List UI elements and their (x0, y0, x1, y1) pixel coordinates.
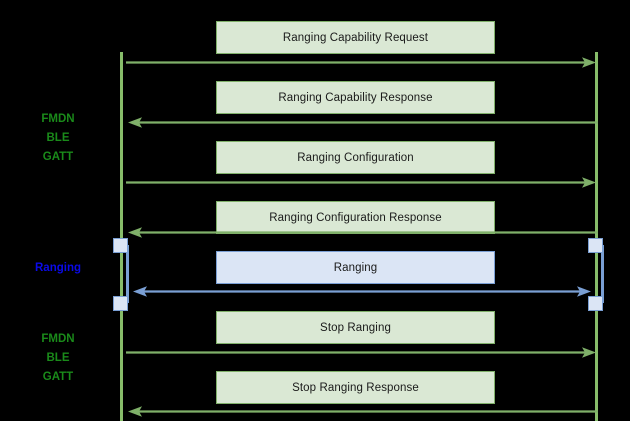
message-label: Ranging Capability Response (278, 91, 433, 104)
phase-label-fmdn-bottom: FMDN BLE GATT (8, 330, 108, 387)
phase-label-fmdn-top: FMDN BLE GATT (8, 110, 108, 167)
message-label: Stop Ranging (320, 321, 391, 334)
message-arrow-ranging-capability-request (126, 57, 598, 68)
message-label: Ranging Capability Request (282, 31, 429, 44)
message-box-ranging-capability-response: Ranging Capability Response (216, 81, 495, 114)
phase-label-ranging: Ranging (8, 259, 108, 278)
message-label: Stop Ranging Response (292, 381, 419, 394)
message-arrow-stop-ranging-response (126, 406, 598, 417)
activation-box-left-end (113, 296, 128, 311)
message-box-stop-ranging: Stop Ranging (216, 311, 495, 344)
message-label: Ranging Configuration Response (269, 211, 442, 224)
message-box-ranging-capability-request: Ranging Capability Request (216, 21, 495, 54)
message-box-ranging: Ranging (216, 251, 495, 284)
phase-label-line: Ranging (35, 262, 81, 274)
phase-label-line: GATT (42, 371, 74, 383)
message-label: Ranging Configuration (297, 151, 414, 164)
phase-label-line: GATT (42, 151, 74, 163)
lifeline-right (595, 52, 598, 421)
message-arrow-stop-ranging (126, 347, 598, 358)
message-label: Ranging (333, 261, 378, 274)
lifeline-left (120, 52, 123, 421)
activation-bar-left (126, 245, 129, 303)
activation-box-right-start (588, 238, 603, 253)
message-box-stop-ranging-response: Stop Ranging Response (216, 371, 495, 404)
message-box-ranging-configuration: Ranging Configuration (216, 141, 495, 174)
message-arrow-ranging-capability-response (126, 117, 598, 128)
message-arrow-ranging-configuration (126, 177, 598, 188)
phase-label-line: FMDN (41, 113, 75, 125)
activation-bar-right (601, 245, 604, 303)
phase-label-line: BLE (46, 132, 70, 144)
phase-label-line: FMDN (41, 333, 75, 345)
activation-box-left-start (113, 238, 128, 253)
message-arrow-ranging-bidirectional (131, 286, 593, 297)
message-arrow-ranging-configuration-response (126, 227, 598, 238)
activation-box-right-end (588, 296, 603, 311)
phase-label-line: BLE (46, 352, 70, 364)
